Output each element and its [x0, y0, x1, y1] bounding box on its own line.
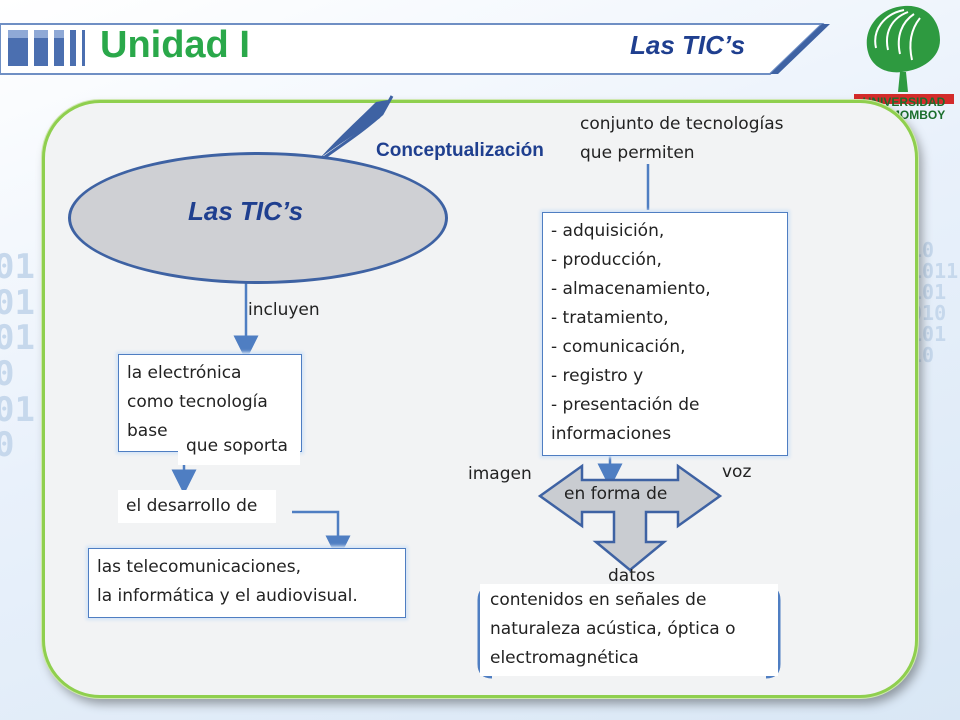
concept-label: Conceptualización: [376, 140, 544, 161]
voice-label: voz: [722, 462, 752, 482]
functions-item: - presentación de: [551, 395, 700, 415]
data-label: datos: [608, 566, 656, 586]
tree-icon: [854, 5, 954, 104]
functions-item: - tratamiento,: [551, 308, 669, 328]
development-label: el desarrollo de: [118, 490, 276, 523]
functions-item: - comunicación,: [551, 337, 686, 357]
definition-line-2: que permiten: [580, 143, 695, 163]
binary-decoration-left: 01 01 01 0 01 0: [0, 247, 35, 466]
telecom-box-line: las telecomunicaciones,: [97, 557, 302, 577]
main-concept-label: Las TIC’s: [188, 196, 304, 226]
telecom-box-line: la informática y el audiovisual.: [97, 586, 358, 606]
functions-item: informaciones: [551, 424, 672, 444]
definition-line-1: conjunto de tecnologías: [580, 114, 784, 134]
image-label: imagen: [468, 464, 532, 484]
content-box-line: contenidos en señales de: [490, 590, 707, 610]
electronics-box-line: la electrónica: [127, 363, 242, 383]
functions-item: - almacenamiento,: [551, 279, 711, 299]
page-subtitle: Las TIC’s: [630, 30, 746, 60]
includes-label: incluyen: [248, 300, 320, 320]
header-bar: [0, 22, 830, 75]
header-stripes-icon: [8, 30, 85, 66]
supports-label: que soporta: [178, 430, 300, 465]
functions-item: - adquisición,: [551, 221, 665, 241]
functions-item: - registro y: [551, 366, 644, 386]
form-label: en forma de: [564, 484, 668, 504]
electronics-box-line: base: [127, 421, 168, 441]
content-box-line: naturaleza acústica, óptica o: [490, 619, 736, 639]
binary-decoration-right: 10 1011 101 010 101 10: [910, 238, 959, 367]
main-concept-ellipse: [68, 152, 448, 284]
page-title: Unidad I: [100, 24, 250, 66]
electronics-box-line: como tecnología: [127, 392, 268, 412]
functions-item: - producción,: [551, 250, 662, 270]
content-box-line: electromagnética: [490, 648, 639, 668]
telecom-box: las telecomunicaciones, la informática y…: [88, 548, 406, 618]
functions-box: - adquisición, - producción, - almacenam…: [542, 212, 788, 456]
content-box: contenidos en señales de naturaleza acús…: [480, 584, 778, 676]
